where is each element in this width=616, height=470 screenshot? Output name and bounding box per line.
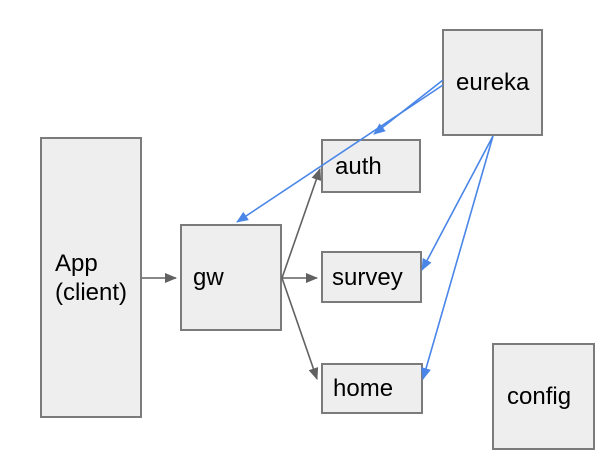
node-gw: gw — [180, 224, 282, 331]
edge-eureka-to-auth — [373, 79, 444, 135]
edge-eureka-to-home — [421, 135, 494, 380]
node-config: config — [492, 343, 595, 450]
node-label: gw — [193, 264, 224, 291]
node-eureka: eureka — [442, 29, 543, 136]
node-app-client: App (client) — [40, 137, 142, 418]
node-label: eureka — [456, 69, 530, 96]
edge-gw-to-home — [281, 277, 319, 380]
node-label: App — [55, 249, 98, 277]
node-label: auth — [335, 152, 382, 180]
node-survey: survey — [321, 251, 422, 303]
edge-eureka-to-survey — [421, 135, 494, 271]
node-label: config — [507, 383, 572, 410]
edge-gw-to-auth — [281, 168, 322, 279]
node-label: home — [333, 375, 394, 402]
node-home: home — [321, 363, 423, 414]
node-label: survey — [332, 263, 403, 291]
node-auth: auth — [321, 139, 421, 193]
node-label: (client) — [55, 278, 128, 306]
